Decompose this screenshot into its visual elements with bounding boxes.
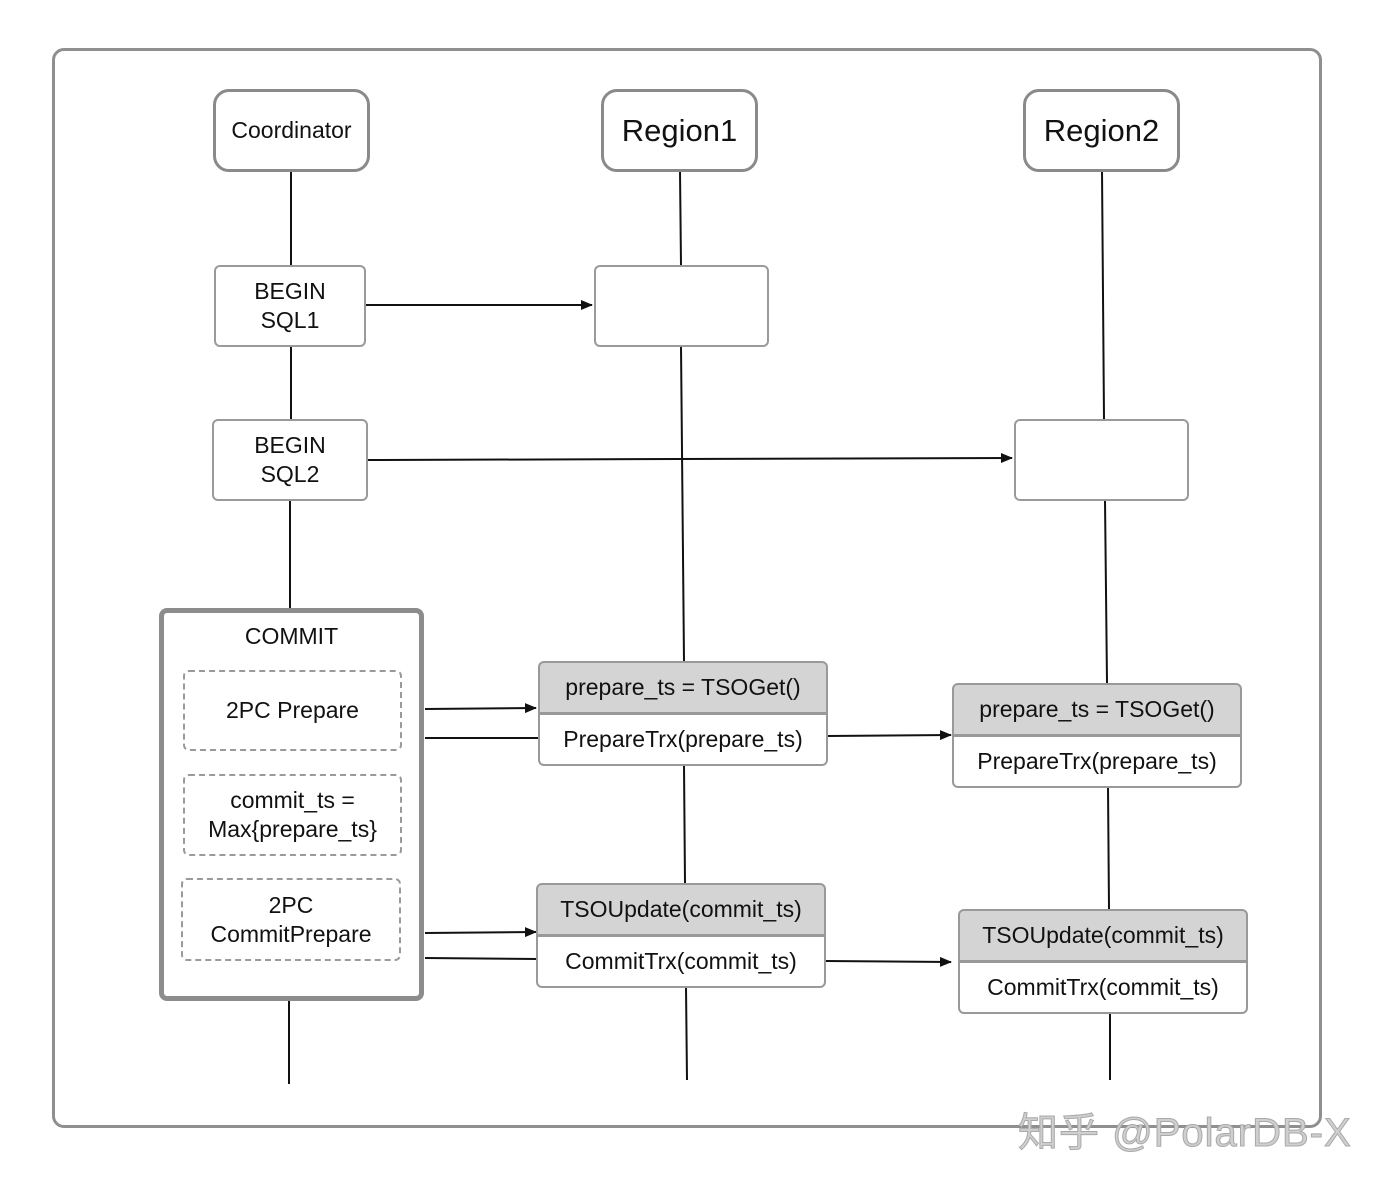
region1-sql1-box: [594, 265, 769, 347]
region2-preparetrx-box: PrepareTrx(prepare_ts): [952, 735, 1242, 788]
2pc-prepare-box: 2PC Prepare: [183, 670, 402, 751]
coordinator-header: Coordinator: [213, 89, 370, 172]
commit-title: COMMIT: [244, 623, 339, 649]
begin-sql1-box: BEGIN SQL1: [214, 265, 366, 347]
arrow-sql2-to-region2: [367, 453, 1013, 464]
region2-header: Region2: [1023, 89, 1180, 172]
region1-tsoget-box: prepare_ts = TSOGet(): [538, 661, 828, 714]
region2-committrx-box: CommitTrx(commit_ts): [958, 961, 1248, 1014]
arrow-commitprepare-to-region1: [424, 927, 537, 938]
region1-header: Region1: [601, 89, 758, 172]
region2-lifeline: [1107, 786, 1110, 910]
region1-lifeline: [679, 170, 682, 266]
region2-tsoget-box: prepare_ts = TSOGet(): [952, 683, 1242, 736]
region1-tsoupdate-box: TSOUpdate(commit_ts): [536, 883, 826, 936]
2pc-commitprepare-box: 2PC CommitPrepare: [181, 878, 401, 961]
line-commitprepare-return: [424, 957, 539, 960]
arrow-prepare-to-region2: [826, 730, 952, 741]
watermark: 知乎 @PolarDB-X: [1018, 1111, 1352, 1156]
region2-lifeline: [1104, 499, 1108, 684]
region1-lifeline: [685, 986, 688, 1081]
begin-sql2-box: BEGIN SQL2: [212, 419, 368, 501]
region1-preparetrx-box: PrepareTrx(prepare_ts): [538, 713, 828, 766]
region1-committrx-box: CommitTrx(commit_ts): [536, 935, 826, 988]
commit-ts-box: commit_ts = Max{prepare_ts}: [183, 774, 402, 856]
region2-lifeline: [1101, 170, 1105, 420]
arrow-commit-to-region2: [824, 956, 952, 967]
region2-sql2-box: [1014, 419, 1189, 501]
region1-lifeline: [680, 345, 685, 662]
region2-tsoupdate-box: TSOUpdate(commit_ts): [958, 909, 1248, 962]
arrow-prepare-to-region1: [424, 703, 537, 714]
region1-lifeline: [683, 765, 686, 884]
